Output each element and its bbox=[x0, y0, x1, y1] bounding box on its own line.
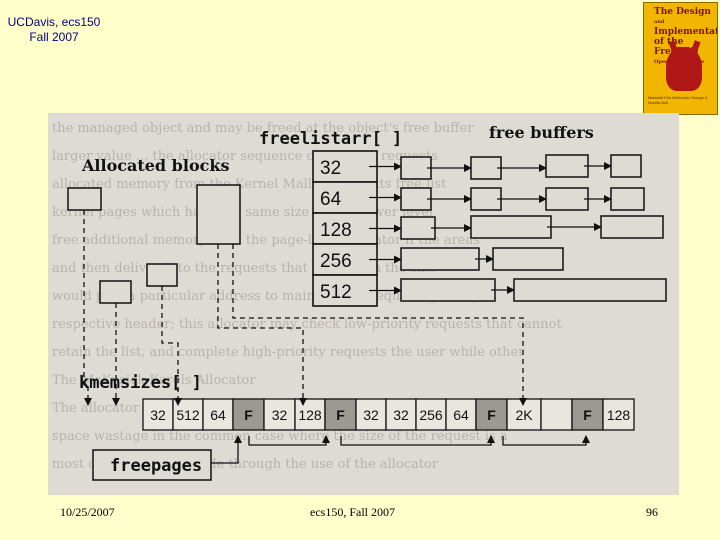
freelist-array: 32 64 128 256 512 bbox=[313, 151, 377, 306]
kmemsize-value: F bbox=[244, 407, 253, 423]
free-buffer bbox=[401, 279, 495, 301]
allocated-block bbox=[68, 188, 101, 210]
book-cover-image: The DesignandImplementationof the FreeBS… bbox=[643, 2, 718, 115]
free-buffer bbox=[493, 248, 563, 270]
allocated-block bbox=[147, 264, 177, 286]
header-term: Fall 2007 bbox=[6, 30, 102, 45]
freepages-label: freepages bbox=[110, 456, 202, 476]
free-buffer bbox=[514, 279, 666, 301]
freelist-size: 64 bbox=[320, 189, 342, 210]
freepage-arrow bbox=[211, 436, 238, 463]
kmemsize-value: 128 bbox=[607, 407, 631, 423]
footer-date: 10/25/2007 bbox=[60, 505, 115, 520]
page-size-cell bbox=[541, 399, 572, 430]
kmemsize-value: 32 bbox=[363, 407, 379, 423]
free-buffer bbox=[401, 188, 431, 210]
footer-course: ecs150, Fall 2007 bbox=[310, 505, 395, 520]
kmemsize-value: 32 bbox=[272, 407, 288, 423]
bsd-daemon-icon bbox=[666, 47, 702, 91]
allocator-diagram: freelistarr[ ] free buffers Allocated bl… bbox=[48, 113, 679, 495]
freepage-arrow bbox=[249, 436, 326, 445]
kmemsize-value: 64 bbox=[210, 407, 226, 423]
free-buffer bbox=[611, 155, 641, 177]
free-buffer bbox=[401, 217, 435, 239]
dashed-arrow bbox=[218, 244, 303, 405]
free-buffer bbox=[601, 216, 663, 238]
free-buffer bbox=[611, 188, 644, 210]
kmemsize-value: F bbox=[336, 407, 345, 423]
slide-header: UCDavis, ecs150 Fall 2007 bbox=[6, 15, 102, 45]
free-buffer bbox=[471, 157, 501, 179]
freelist-size: 512 bbox=[320, 282, 352, 303]
header-course: UCDavis, ecs150 bbox=[6, 15, 102, 30]
freelist-size: 256 bbox=[320, 251, 352, 272]
free-buffers-label: free buffers bbox=[489, 123, 594, 142]
kmemsize-value: 512 bbox=[176, 407, 200, 423]
freepage-arrow bbox=[341, 436, 491, 445]
free-buffer bbox=[471, 188, 501, 210]
allocated-blocks-label: Allocated blocks bbox=[81, 156, 229, 175]
allocated-block bbox=[100, 281, 131, 303]
kmemsize-value: 128 bbox=[298, 407, 322, 423]
kmemsize-value: 2K bbox=[515, 407, 533, 423]
kmemsize-value: F bbox=[487, 407, 496, 423]
freepage-arrow bbox=[503, 436, 586, 445]
kmemsize-value: 32 bbox=[393, 407, 409, 423]
kmemsize-value: 256 bbox=[419, 407, 443, 423]
allocated-block bbox=[197, 185, 240, 244]
free-buffer bbox=[471, 216, 551, 238]
free-buffer bbox=[546, 188, 588, 210]
kmemsizes-label: kmemsizes[ ] bbox=[79, 373, 202, 393]
book-authors: Marshall Kirk McKusick George V. Neville… bbox=[648, 95, 714, 105]
freepages-chain bbox=[211, 436, 586, 463]
free-buffer-chains bbox=[369, 155, 666, 301]
kmemsize-value: 64 bbox=[453, 407, 469, 423]
freelist-size: 32 bbox=[320, 158, 341, 179]
slide-number: 96 bbox=[646, 505, 658, 520]
book-title-line: Implementation bbox=[654, 27, 714, 37]
free-buffer bbox=[401, 248, 479, 270]
book-title-line: The Design bbox=[654, 7, 714, 17]
memory-allocator-figure: the managed object and may be freed at t… bbox=[48, 113, 679, 495]
kmemsizes-row: 32 512 64 F 32 128 F 32 32 256 64 F 2K F 128 bbox=[143, 399, 634, 430]
free-buffer bbox=[546, 155, 588, 177]
kmemsize-value: 32 bbox=[150, 407, 166, 423]
kmemsize-value: F bbox=[583, 407, 592, 423]
free-buffer bbox=[401, 157, 431, 179]
book-title-line: and bbox=[654, 17, 714, 27]
allocated-block-group bbox=[68, 185, 240, 303]
freelist-size: 128 bbox=[320, 220, 352, 241]
freelistarr-label: freelistarr[ ] bbox=[259, 129, 402, 149]
